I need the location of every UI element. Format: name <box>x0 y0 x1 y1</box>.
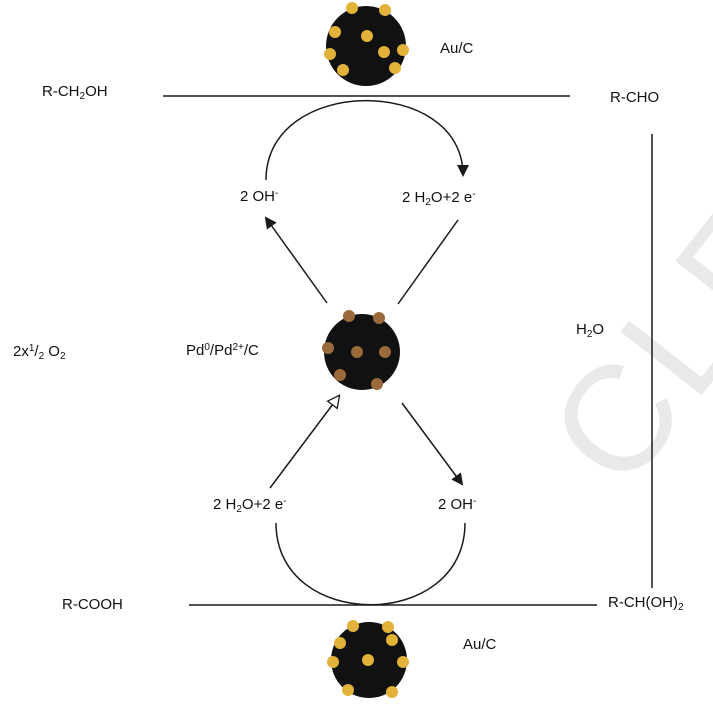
label-lower-water-electrons: 2 H2O+2 e- <box>213 496 287 515</box>
label-aldehyde: R-CHO <box>610 89 660 106</box>
label-carboxylic-acid: R-COOH <box>62 596 123 613</box>
line-from-upper-water <box>397 219 459 305</box>
label-alcohol: R-CH2OH <box>42 83 108 102</box>
arrow-to-lower-oh <box>401 402 464 486</box>
label-oxygen: 2x1/2 O2 <box>13 343 66 362</box>
arrow-to-upper-oh <box>264 216 328 304</box>
top-arc-arrow <box>265 99 469 181</box>
label-gem-diol: R-CH(OH)2 <box>608 594 684 613</box>
au-particle-top <box>324 2 409 86</box>
label-upper-hydroxide: 2 OH- <box>240 188 279 205</box>
label-upper-water-electrons: 2 H2O+2 e- <box>402 189 476 208</box>
open-arrow-to-pd <box>269 396 339 489</box>
bottom-arc <box>275 522 466 606</box>
au-particle-bottom <box>327 620 409 698</box>
label-au-c-bottom: Au/C <box>463 636 497 653</box>
label-au-c-top: Au/C <box>440 40 474 57</box>
label-water: H2O <box>576 321 605 340</box>
pd-particle-center <box>322 310 400 390</box>
label-pd-catalyst: Pd0/Pd2+/C <box>186 342 259 359</box>
label-lower-hydroxide: 2 OH- <box>438 496 477 513</box>
